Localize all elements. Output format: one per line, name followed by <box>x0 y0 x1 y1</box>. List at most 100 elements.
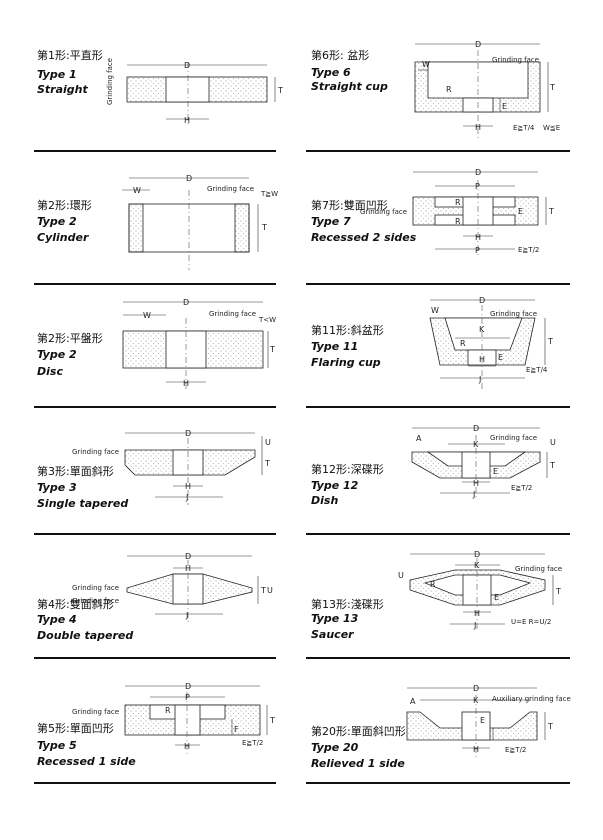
row-divider-left-1 <box>34 150 276 152</box>
row-divider-right-5 <box>306 657 570 659</box>
type-1-grinding-face-label: Grinding face <box>106 58 114 105</box>
type-7-dim-h: H <box>475 233 481 242</box>
type-2-disc-dim-t: T <box>269 345 275 354</box>
row-divider-right-4 <box>306 533 570 535</box>
cell-4-chinese-title: 第7形:雙面凹形 <box>311 199 388 212</box>
cell-4-name: Recessed 2 sides <box>311 231 417 244</box>
row-divider-left-2 <box>34 283 276 285</box>
type-11-dim-t: T <box>547 337 553 346</box>
type-20-dim-a: A <box>410 697 416 706</box>
type-13-dim-e: E <box>494 593 499 602</box>
type-13-condition: U=E R=U/2 <box>511 618 551 626</box>
type-13-grinding-face-label: Grinding face <box>515 565 562 573</box>
type-5-dim-p: P <box>185 693 190 702</box>
type-11-grinding-face-label: Grinding face <box>490 310 537 318</box>
type-4-dim-u: U <box>267 586 273 595</box>
row-divider-left-6 <box>34 782 276 784</box>
type-2-disc-dim-h: H <box>183 379 189 388</box>
type-6-dim-e: E <box>502 102 507 111</box>
row-divider-right-3 <box>306 406 570 408</box>
cell-5-chinese-title: 第2形:平盤形 <box>37 332 103 345</box>
type-13-dim-t: T <box>555 587 561 596</box>
cell-6-name: Flaring cup <box>311 356 381 369</box>
type-6-dim-h: H <box>475 123 481 132</box>
type-12-dim-j: J <box>472 490 475 499</box>
cell-1-type: Type 1 <box>37 68 77 81</box>
row-divider-right-2 <box>306 283 570 285</box>
type-11-condition: E≧T/4 <box>526 366 548 374</box>
type-1-dim-d: D <box>184 61 190 70</box>
type-7-dim-p-top: P <box>475 182 480 191</box>
cell-1-name: Straight <box>37 83 88 96</box>
cell-8-chinese-title: 第12形:深碟形 <box>311 463 384 476</box>
type-20-dim-d: D <box>473 684 479 693</box>
type-6-grinding-face-label: Grinding face <box>492 56 539 64</box>
type-2-dim-w: W <box>133 186 141 195</box>
type-2-grinding-face-label: Grinding face <box>207 185 254 193</box>
cell-12-name: Relieved 1 side <box>311 757 405 770</box>
row-divider-right-1 <box>306 150 570 152</box>
cell-11-type: Type 5 <box>37 739 77 752</box>
type-11-dim-r: R <box>460 339 466 348</box>
type-7-condition: E≧T/2 <box>518 246 539 254</box>
type-13-dim-d: D <box>474 550 480 559</box>
type-3-dim-t: T <box>264 459 270 468</box>
cell-7-name: Single tapered <box>37 497 129 510</box>
type-5-dim-d: D <box>185 682 191 691</box>
type-20-auxiliary-label: Auxiliary grinding face <box>492 695 571 703</box>
type-12-dim-h: H <box>473 479 479 488</box>
type-13-dim-h: H <box>474 609 480 618</box>
type-7-dim-p-bottom: P <box>475 246 480 255</box>
type-7-grinding-face-label: Grinding face <box>360 208 407 216</box>
type-20-dim-t: T <box>547 722 553 731</box>
type-11-dim-j: J <box>478 375 481 384</box>
type-6-condition-w: W≦E <box>543 124 560 132</box>
type-6-dim-d: D <box>475 40 481 49</box>
type-2-disc-grinding-face-label: Grinding face <box>209 310 256 318</box>
cell-12-chinese-title: 第20形:單面斜凹形 <box>311 725 406 738</box>
cell-6-chinese-title: 第11形:斜盆形 <box>311 324 384 337</box>
type-13-dim-k: K <box>474 561 480 570</box>
cell-9-name: Double tapered <box>37 629 134 642</box>
type-3-grinding-face-label: Grinding face <box>72 448 119 456</box>
type-12-grinding-face-label: Grinding face <box>490 434 537 442</box>
type-20-dim-h: H <box>473 745 479 754</box>
type-12-dim-u: U <box>550 438 556 447</box>
type-6-dim-w: W <box>422 60 430 69</box>
type-12-dim-e: E <box>493 467 498 476</box>
type-1-dim-h: H <box>184 116 190 125</box>
cell-3-type: Type 2 <box>37 215 77 228</box>
type-11-dim-k: K <box>479 325 485 334</box>
type-20-condition: E≧T/2 <box>505 746 526 754</box>
cell-11-name: Recessed 1 side <box>37 755 136 768</box>
cell-4-type: Type 7 <box>311 215 351 228</box>
type-6-dim-t: T <box>549 83 555 92</box>
type-1-dim-t: T <box>277 86 283 95</box>
row-divider-left-3 <box>34 406 276 408</box>
cell-7-chinese-title: 第3形:單面斜形 <box>37 465 114 478</box>
type-12-condition: E≧T/2 <box>511 484 532 492</box>
type-7-dim-d: D <box>475 168 481 177</box>
type-4-dim-h: H <box>185 564 191 573</box>
type-2-dim-d: D <box>186 174 192 183</box>
type-4-dim-j: J <box>185 611 188 620</box>
cell-11-chinese-title: 第5形:單面凹形 <box>37 722 114 735</box>
row-divider-left-4 <box>34 533 276 535</box>
type-4-dim-t: T <box>260 586 266 595</box>
type-11-dim-w: W <box>431 306 439 315</box>
cell-10-name: Saucer <box>311 628 354 641</box>
cell-10-chinese-title: 第13形:淺碟形 <box>311 598 384 611</box>
type-3-dim-d: D <box>185 429 191 438</box>
cell-3-name: Cylinder <box>37 231 89 244</box>
type-11-dim-d: D <box>479 296 485 305</box>
type-7-dim-r-bottom: R <box>455 217 461 226</box>
cell-8-name: Dish <box>311 494 339 507</box>
cell-9-chinese-title: 第4形:雙面斜形 <box>37 598 114 611</box>
type-4-dim-d: D <box>185 552 191 561</box>
row-divider-right-6 <box>306 782 570 784</box>
type-11-dim-e: E <box>498 353 503 362</box>
type-4-grinding-face-label-1: Grinding face <box>72 584 119 592</box>
cell-1-chinese-title: 第1形:平直形 <box>37 49 103 62</box>
type-7-dim-r-top: R <box>455 198 461 207</box>
